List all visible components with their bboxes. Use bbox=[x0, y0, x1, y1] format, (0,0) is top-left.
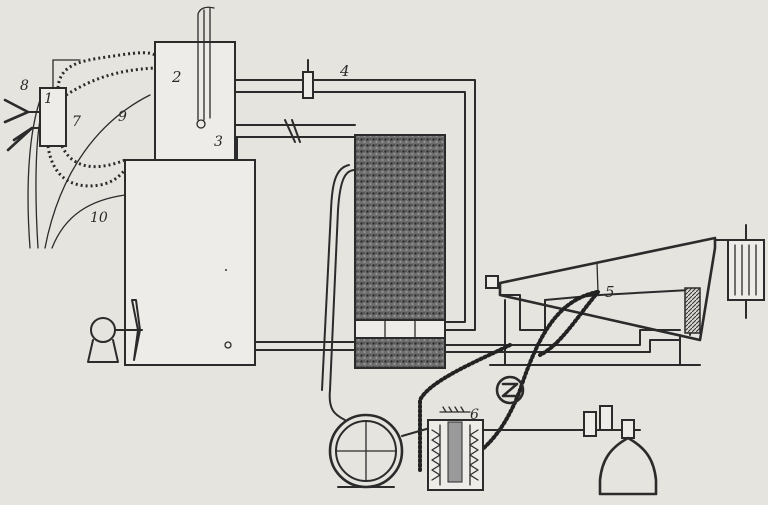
label-5: 5 bbox=[605, 283, 615, 301]
label-9: 9 bbox=[118, 109, 127, 125]
label-8: 8 bbox=[20, 78, 29, 94]
label-4: 4 bbox=[339, 62, 350, 80]
valve-4 bbox=[302, 71, 314, 99]
feed-tube bbox=[321, 164, 356, 421]
tilted-trough bbox=[485, 236, 731, 366]
label-2: 2 bbox=[171, 68, 182, 86]
middle-pipe bbox=[234, 119, 356, 161]
galvanometer bbox=[495, 375, 525, 405]
vessel-2 bbox=[154, 41, 236, 161]
gas-cylinder bbox=[598, 436, 658, 496]
label-6: 6 bbox=[470, 407, 479, 423]
thermometer bbox=[196, 6, 215, 129]
chamber-1 bbox=[39, 87, 67, 147]
heater-6 bbox=[427, 406, 484, 491]
top-pipe bbox=[234, 59, 476, 331]
gauge-right bbox=[599, 405, 613, 431]
number-labels: 1 2 3 4 5 6 7 8 9 10 bbox=[20, 62, 615, 423]
stirrer-motor bbox=[87, 299, 143, 363]
left-fan-assembly bbox=[3, 59, 81, 152]
right-coil-cylinder bbox=[727, 224, 765, 319]
label-1: 1 bbox=[44, 91, 53, 107]
label-7: 7 bbox=[72, 114, 81, 130]
gas-supply bbox=[482, 405, 658, 496]
packed-column bbox=[354, 134, 446, 369]
bottom-pipe bbox=[254, 329, 681, 353]
label-3: 3 bbox=[214, 134, 223, 150]
pump-wheel bbox=[328, 413, 431, 489]
gauge-left bbox=[583, 411, 597, 437]
label-10: 10 bbox=[90, 210, 108, 226]
wavy-tube-upper bbox=[56, 51, 156, 97]
main-tank bbox=[124, 159, 256, 366]
lead-wires bbox=[27, 94, 151, 249]
wavy-tube-lower bbox=[46, 145, 127, 188]
